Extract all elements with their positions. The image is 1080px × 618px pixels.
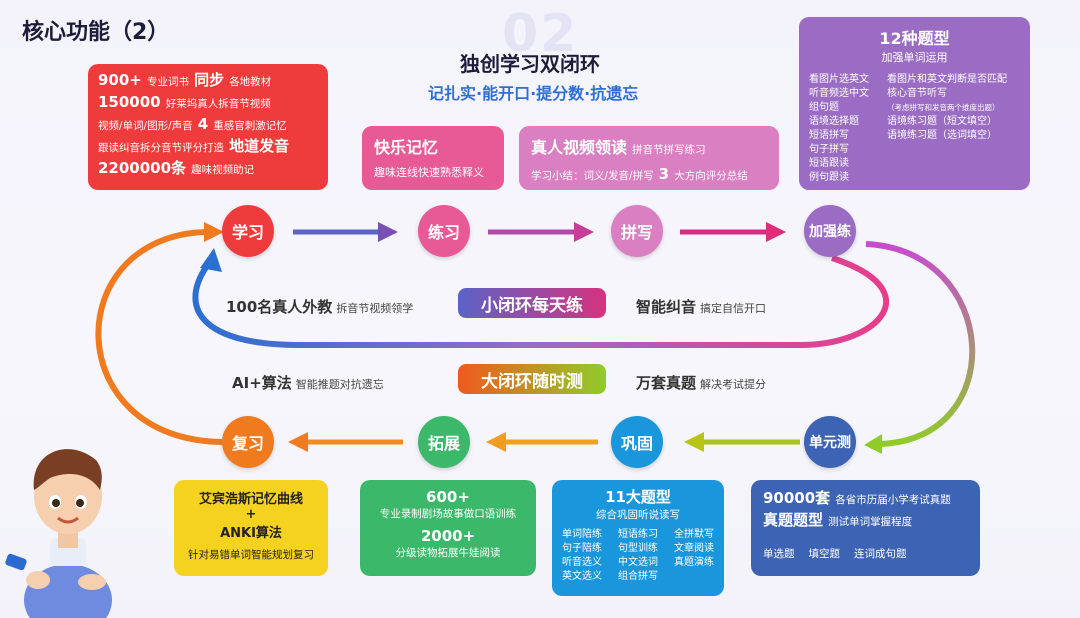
node-unit-test: 单元测 [804,416,856,468]
expand-box: 600+ 专业录制剧场故事做口语训练 2000+ 分级读物拓展牛娃阅读 [360,480,536,576]
types11-item: 英文选义 [562,571,602,582]
header-subtitle: 记扎实·能开口·提分数·抗遗忘 [428,84,639,103]
types11-item: 短语练习 [618,529,658,540]
types11-item [674,570,714,584]
types11-item: 全拼默写 [674,529,714,540]
unit-tag: 填空题 [808,548,841,560]
loop-left [95,229,223,445]
node-practice: 练习 [418,205,470,257]
types11-item: 中文选词 [618,557,658,568]
node-consolidate: 巩固 [611,416,663,468]
node-reinforce: 加强练 [804,205,856,257]
node-review: 复习 [222,416,274,468]
loop-right [865,241,975,447]
learn-feature-box: 900+ 专业词书 同步 各地教材 150000 好莱坞真人拆音节视频 视频/单… [88,64,328,190]
types12-left-item: 组句题 [809,102,839,113]
question-types-12-box: 12种题型 加强单词运用 看图片选英文听音频选中文组句题语境选择题短语拼写句子拼… [799,17,1030,190]
types12-left-item: 句子拼写 [809,144,849,155]
types11-item: 听音选义 [562,557,602,568]
unit-tag: 连词成句题 [854,548,907,560]
types12-left-item: 语境选择题 [809,116,859,127]
watermark-number: 02 [502,4,579,64]
node-learn: 学习 [222,205,274,257]
big-loop-pill: 大闭环随时测 [458,364,606,394]
types11-item: 真题演练 [674,557,714,568]
exam-label: 万套真题解决考试提分 [636,374,767,392]
types12-left-item: 短语跟读 [809,158,849,169]
unit-tag: 单选题 [763,548,795,560]
correct-label: 智能纠音搞定自信开口 [636,298,767,316]
types11-item: 组合拼写 [618,571,658,582]
types12-left-item: 短语拼写 [809,130,849,141]
types12-left-item: 例句跟读 [809,172,849,183]
types12-left-item: 听音频选中文 [809,88,869,99]
memory-box: 快乐记忆 趣味连线快速熟悉释义 [362,126,504,190]
types11-item: 文章阅读 [674,543,714,554]
mascot-boy-illustration [5,449,112,618]
teacher-label: 100名真人外教拆音节视频领学 [226,298,414,316]
types12-left-item: 看图片选英文 [809,74,869,85]
video-box: 真人视频领读 拼音节拼写练习 学习小结：词义/发音/拼写 3 大方向评分总结 [519,126,779,190]
ai-label: AI+算法智能推题对抗遗忘 [232,374,384,392]
loop-inner [192,255,890,348]
question-types-11-box: 11大题型 综合巩固听说读写 单词陪练句子陪练听音选义英文选义短语练习句型训练中… [552,480,724,596]
page-title: 核心功能（2） [22,20,170,45]
types11-item: 句子陪练 [562,543,602,554]
types11-item: 单词陪练 [562,529,602,540]
types11-item: 句型训练 [618,543,658,554]
header-title: 独创学习双闭环 [460,52,600,76]
small-loop-pill: 小闭环每天练 [458,288,606,318]
review-box: 艾宾浩斯记忆曲线 + ANKI算法 针对易错单词智能规划复习 [174,480,328,576]
node-spell: 拼写 [611,205,663,257]
node-expand: 拓展 [418,416,470,468]
unit-test-box: 90000套 各省市历届小学考试真题 真题题型 测试单词掌握程度 单选题填空题连… [751,480,980,576]
